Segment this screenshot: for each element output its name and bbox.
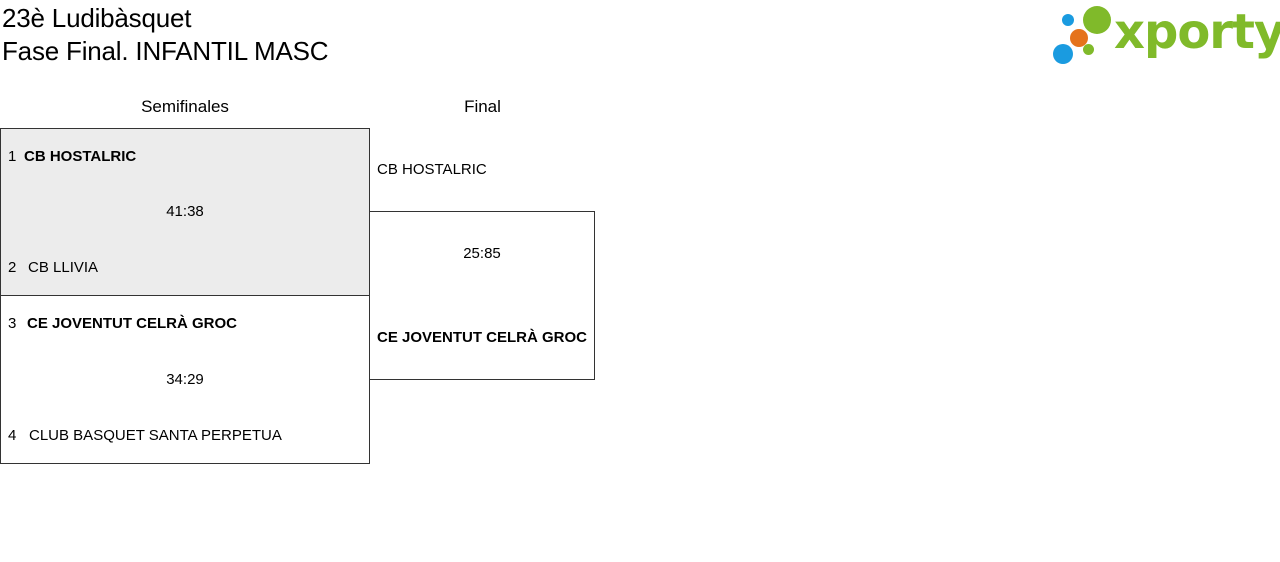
logo-dot-icon — [1083, 44, 1094, 55]
page-subtitle: Fase Final. INFANTIL MASC — [2, 36, 329, 66]
team-name: CB LLIVIA — [28, 259, 99, 276]
seed-number: 2 — [8, 259, 17, 276]
final-team-2: CE JOVENTUT CELRÀ GROC — [377, 329, 588, 346]
logo-dot-icon — [1083, 6, 1111, 34]
semifinals-heading: Semifinales — [141, 97, 229, 116]
team-row: 3 CE JOVENTUT CELRÀ GROC — [8, 315, 237, 333]
semifinal-match-1[interactable]: 1 CB HOSTALRIC 41:38 2 CB LLIVIA — [0, 128, 370, 296]
final-team-1: CB HOSTALRIC — [377, 161, 487, 178]
team-name: CB HOSTALRIC — [24, 148, 137, 165]
semifinal-match-2[interactable]: 3 CE JOVENTUT CELRÀ GROC 34:29 4 CLUB BASQ… — [0, 295, 370, 464]
logo-wordmark: xporty — [1114, 4, 1280, 60]
match-score: 41:38 — [166, 203, 204, 220]
team-row: 1 CB HOSTALRIC — [8, 148, 136, 166]
team-row: 2 CB LLIVIA — [8, 259, 98, 277]
match-score: 25:85 — [463, 245, 501, 262]
logo-dot-icon — [1053, 44, 1073, 64]
page-title: 23è Ludibàsquet — [2, 3, 192, 33]
match-score: 34:29 — [166, 371, 204, 388]
seed-number: 1 — [8, 148, 17, 165]
logo-dot-icon — [1062, 14, 1074, 26]
xporty-logo[interactable]: xporty — [1052, 4, 1280, 66]
logo-dot-icon — [1070, 29, 1088, 47]
seed-number: 4 — [8, 427, 17, 444]
team-row: 4 CLUB BASQUET SANTA PERPETUA — [8, 427, 282, 445]
final-heading: Final — [464, 97, 501, 116]
final-match[interactable]: 25:85 CE JOVENTUT CELRÀ GROC — [369, 211, 595, 380]
team-name: CE JOVENTUT CELRÀ GROC — [27, 315, 238, 332]
seed-number: 3 — [8, 315, 17, 332]
team-name: CLUB BASQUET SANTA PERPETUA — [29, 427, 282, 444]
